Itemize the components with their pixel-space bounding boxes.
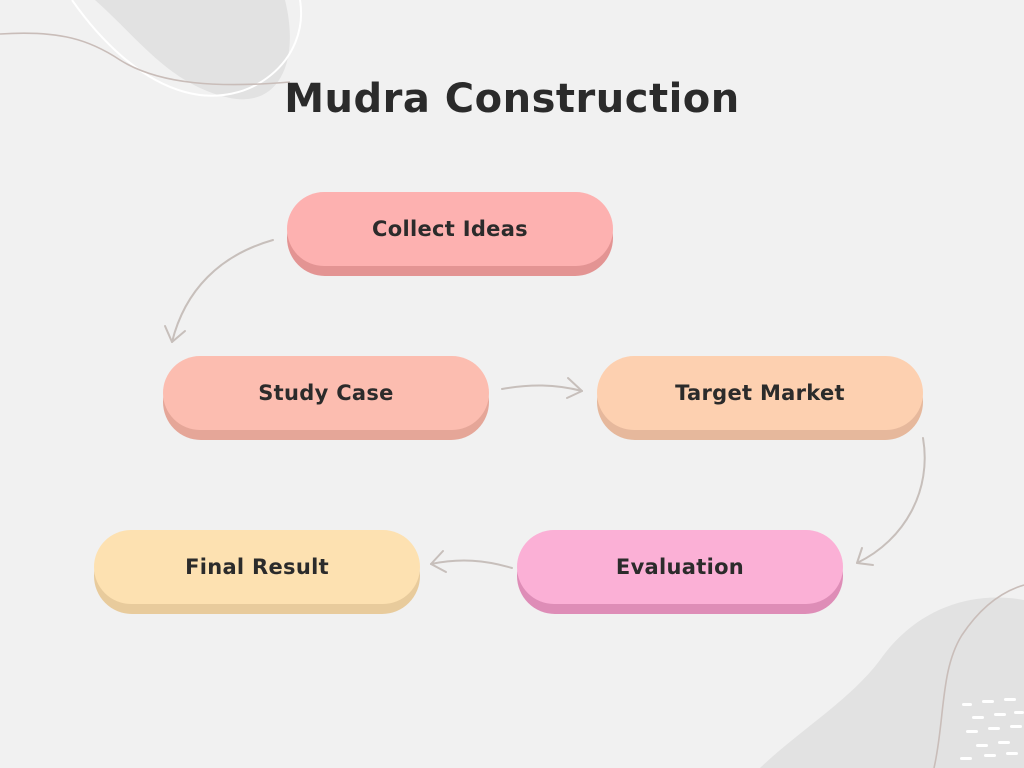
node-collect-ideas-face: Collect Ideas: [287, 192, 613, 266]
page-title: Mudra Construction: [284, 76, 740, 122]
node-target-market-label: Target Market: [675, 381, 845, 405]
node-study-case: Study Case: [163, 356, 489, 440]
node-evaluation-face: Evaluation: [517, 530, 843, 604]
node-study-case-face: Study Case: [163, 356, 489, 430]
node-evaluation: Evaluation: [517, 530, 843, 614]
node-final-result-label: Final Result: [185, 555, 329, 579]
bottom-right-thin-line: [933, 584, 1024, 768]
node-target-market-face: Target Market: [597, 356, 923, 430]
node-final-result-face: Final Result: [94, 530, 420, 604]
node-evaluation-label: Evaluation: [615, 555, 745, 579]
node-target-market: Target Market: [597, 356, 923, 440]
node-study-case-label: Study Case: [258, 381, 394, 405]
node-collect-ideas: Collect Ideas: [287, 192, 613, 276]
arrow-study-to-target: [501, 377, 583, 399]
arrow-evaluation-to-final: [430, 550, 513, 573]
arrow-target-to-evaluation: [856, 437, 926, 566]
arrow-collect-to-study: [164, 239, 274, 343]
node-final-result: Final Result: [94, 530, 420, 614]
node-collect-ideas-label: Collect Ideas: [372, 217, 528, 241]
bottom-right-blob: [760, 597, 1024, 768]
bottom-right-dashes: [960, 698, 1024, 760]
